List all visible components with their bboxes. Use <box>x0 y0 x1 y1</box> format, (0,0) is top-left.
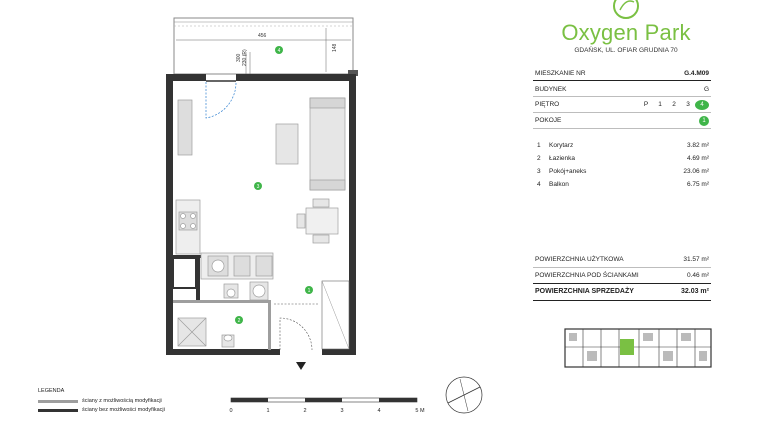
doors <box>205 81 237 119</box>
dim-height-230: 230 (R) <box>242 49 248 66</box>
room-row: 1 Korytarz 3.82 m² <box>533 140 711 152</box>
entrance-door <box>274 303 318 351</box>
room-area: 4.69 m² <box>686 155 709 162</box>
brand-address: GDAŃSK, UL. OFIAR GRUDNIA 70 <box>574 47 678 54</box>
apartment-value: G.4.M09 <box>684 70 709 77</box>
row-apartment: MIESZKANIE NR G.4.M09 <box>533 68 711 80</box>
legend-title: LEGENDA <box>38 388 65 394</box>
room-marker-2 <box>235 316 243 324</box>
legend-swatch-dark <box>38 409 78 412</box>
kitchenette <box>175 99 274 280</box>
floor-option: 1 <box>658 101 662 108</box>
floor-label: PIĘTRO <box>535 101 560 108</box>
rooms-label: POKOJE <box>535 117 562 124</box>
entrance-arrow <box>296 362 306 370</box>
room-marker-4 <box>275 46 283 54</box>
apartment-highlight <box>620 339 634 355</box>
floor-option: 2 <box>672 101 676 108</box>
divider <box>533 96 711 97</box>
scale-label-0: 0 <box>229 408 233 414</box>
room-area: 6.75 m² <box>686 181 709 188</box>
row-rooms: POKOJE 1 <box>533 115 711 127</box>
apartment-label: MIESZKANIE NR <box>535 70 586 77</box>
building-value: G <box>703 86 709 93</box>
legend-label: ściany z możliwością modyfikacji <box>82 398 162 404</box>
dim-balcony-width: 456 <box>258 33 267 39</box>
usable-area-row: POWIERZCHNIA UŻYTKOWA 31.57 m² <box>533 254 711 266</box>
room-marker-1 <box>305 286 313 294</box>
floor-plan: 456 148 300 230 (R) 4 <box>166 17 418 403</box>
legend-item-fixed: ściany bez możliwości modyfikacji <box>38 405 198 415</box>
floor-option: P <box>643 101 649 108</box>
room-number: 4 <box>537 181 541 188</box>
brand-logo: Oxygen Park GDAŃSK, UL. OFIAR GRUDNIA 70 <box>535 0 717 62</box>
scale-label-5: 5 M <box>415 408 425 414</box>
divider <box>533 300 711 301</box>
scale-label-4: 4 <box>377 408 381 414</box>
scale-label-3: 3 <box>340 408 344 414</box>
room-marker-1-label: 1 <box>308 288 311 294</box>
room-area: 3.82 m² <box>686 142 709 149</box>
scale-label-2: 2 <box>303 408 307 414</box>
room-marker-3-label: 3 <box>257 184 260 190</box>
row-building: BUDYNEK G <box>533 84 711 96</box>
usable-area-label: POWIERZCHNIA UŻYTKOWA <box>535 256 624 263</box>
room-name: Łazienka <box>549 155 576 162</box>
divider <box>533 283 711 284</box>
room-number: 2 <box>537 155 541 162</box>
room-row: 4 Balkon 6.75 m² <box>533 179 711 191</box>
floor-option-selected: 4 <box>695 100 709 110</box>
room-marker-2-label: 2 <box>238 318 241 324</box>
room-name: Pokój+aneks <box>549 168 587 175</box>
floor-option: 3 <box>686 101 690 108</box>
brand-name: Oxygen Park <box>561 20 691 45</box>
building-label: BUDYNEK <box>535 86 567 93</box>
sale-area-label: POWIERZCHNIA SPRZEDAŻY <box>535 288 634 295</box>
room-area: 23.06 m² <box>683 168 709 175</box>
under-walls-label: POWIERZCHNIA POD ŚCIANKAMI <box>535 272 639 279</box>
apartment-walls <box>166 74 356 355</box>
scale-label-1: 1 <box>266 408 270 414</box>
bathroom <box>177 281 313 348</box>
north-arrow <box>445 376 483 414</box>
sale-area-value: 32.03 m² <box>680 288 709 295</box>
under-walls-value: 0.46 m² <box>686 272 709 279</box>
legend-swatch-grey <box>38 400 78 403</box>
room-row: 3 Pokój+aneks 23.06 m² <box>533 166 711 178</box>
room-name: Korytarz <box>549 142 574 149</box>
room-number: 1 <box>537 142 541 149</box>
rooms-count-badge: 1 <box>699 116 709 126</box>
divider <box>533 80 711 81</box>
divider <box>533 128 711 129</box>
room-row: 2 Łazienka 4.69 m² <box>533 153 711 165</box>
building-key-plan <box>564 328 712 368</box>
living-furniture <box>254 97 346 244</box>
legend-label: ściany bez możliwości modyfikacji <box>82 407 165 413</box>
dim-height-300: 300 <box>236 53 242 62</box>
under-walls-row: POWIERZCHNIA POD ŚCIANKAMI 0.46 m² <box>533 270 711 282</box>
usable-area-value: 31.57 m² <box>683 256 709 263</box>
room-number: 3 <box>537 168 541 175</box>
balcony: 456 148 300 230 (R) 4 <box>173 17 358 76</box>
room-marker-4-label: 4 <box>278 48 281 54</box>
divider <box>533 112 711 113</box>
scale-bar <box>230 397 418 403</box>
divider <box>533 267 711 268</box>
sale-area-row: POWIERZCHNIA SPRZEDAŻY 32.03 m² <box>533 286 711 298</box>
room-marker-3 <box>254 182 262 190</box>
room-name: Balkon <box>549 181 569 188</box>
dim-balcony-depth: 148 <box>332 43 338 52</box>
leaf-icon <box>613 0 639 19</box>
legend-item-modifiable: ściany z możliwością modyfikacji <box>38 396 198 406</box>
